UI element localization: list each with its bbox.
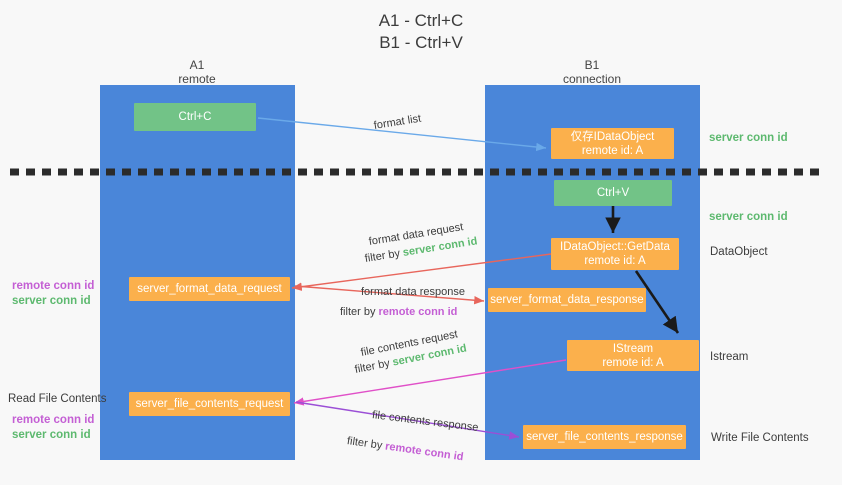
title-line-1: A1 - Ctrl+C (378, 11, 464, 30)
left-label-read-file-contents: Read File Contents (8, 393, 107, 405)
lane-b1-name: B1 (584, 58, 600, 72)
box-getdata-line1: IDataObject::GetData (560, 241, 670, 253)
box-server-file-contents-response-label: server_file_contents_response (526, 431, 683, 443)
box-server-format-data-request[interactable]: server_format_data_request (129, 277, 290, 301)
right-label-data-object: DataObject (710, 246, 768, 258)
box-data-object-top[interactable]: 仅存IDataObject remote id: A (551, 128, 674, 159)
right-label-server-conn-id-2: server conn id (709, 211, 788, 223)
left-label-server-conn-id-1: server conn id (12, 295, 91, 307)
box-server-file-contents-response[interactable]: server_file_contents_response (523, 425, 686, 449)
box-ctrl-c-label: Ctrl+C (178, 111, 212, 123)
filter-prefix: filter by (353, 356, 394, 376)
box-ctrl-v-label: Ctrl+V (596, 187, 630, 199)
box-server-file-contents-request[interactable]: server_file_contents_request (129, 392, 290, 416)
filter-prefix: filter by (340, 306, 379, 318)
edge-label-file-contents-response-filter: filter by remote conn id (346, 434, 464, 465)
left-label-remote-conn-id-2: remote conn id (12, 414, 95, 426)
edge-label-file-contents-response-text: file contents response (371, 409, 480, 435)
right-label-server-conn-id-1: server conn id (709, 132, 788, 144)
edge-label-format-data-response-text: format data response (361, 286, 465, 298)
box-getdata-line2: remote id: A (584, 255, 646, 267)
box-ctrl-c[interactable]: Ctrl+C (134, 103, 256, 131)
filter-key-remote-conn-id: remote conn id (378, 306, 458, 318)
box-istream-line1: IStream (612, 342, 654, 355)
lane-a1-name: A1 (189, 58, 205, 72)
right-label-istream: Istream (710, 351, 749, 363)
lane-a1-header: A1 remote (97, 58, 297, 86)
box-server-format-data-request-label: server_format_data_request (137, 283, 282, 295)
box-getdata[interactable]: IDataObject::GetData remote id: A (551, 238, 679, 270)
filter-prefix: filter by (346, 435, 387, 453)
title-line-2: B1 - Ctrl+V (379, 33, 463, 52)
lane-a1-sub: remote (178, 72, 216, 86)
edge-label-format-data-response: format data response (361, 285, 465, 300)
lane-b1-sub: connection (562, 72, 622, 86)
box-server-format-data-response-label: server_format_data_response (490, 294, 644, 306)
box-server-file-contents-request-label: server_file_contents_request (135, 398, 284, 410)
edge-label-format-data-response-filter: filter by remote conn id (340, 305, 457, 320)
edge-label-format-list-text: format list (372, 112, 422, 132)
box-server-format-data-response[interactable]: server_format_data_response (488, 288, 646, 312)
box-istream[interactable]: IStream remote id: A (567, 340, 699, 371)
box-data-object-top-line2: remote id: A (581, 144, 644, 157)
right-label-write-file-contents: Write File Contents (711, 432, 809, 444)
box-istream-line2: remote id: A (602, 356, 664, 369)
edge-label-file-contents-response: file contents response (371, 408, 479, 436)
box-ctrl-v[interactable]: Ctrl+V (554, 180, 672, 206)
left-label-remote-conn-id-1: remote conn id (12, 280, 95, 292)
edge-label-format-list: format list (373, 112, 422, 134)
left-label-server-conn-id-2: server conn id (12, 429, 91, 441)
filter-key-remote-conn-id: remote conn id (384, 440, 465, 464)
lane-b1-header: B1 connection (492, 58, 692, 86)
page-title: A1 - Ctrl+C B1 - Ctrl+V (0, 10, 842, 54)
box-data-object-top-line1: 仅存IDataObject (570, 130, 655, 143)
